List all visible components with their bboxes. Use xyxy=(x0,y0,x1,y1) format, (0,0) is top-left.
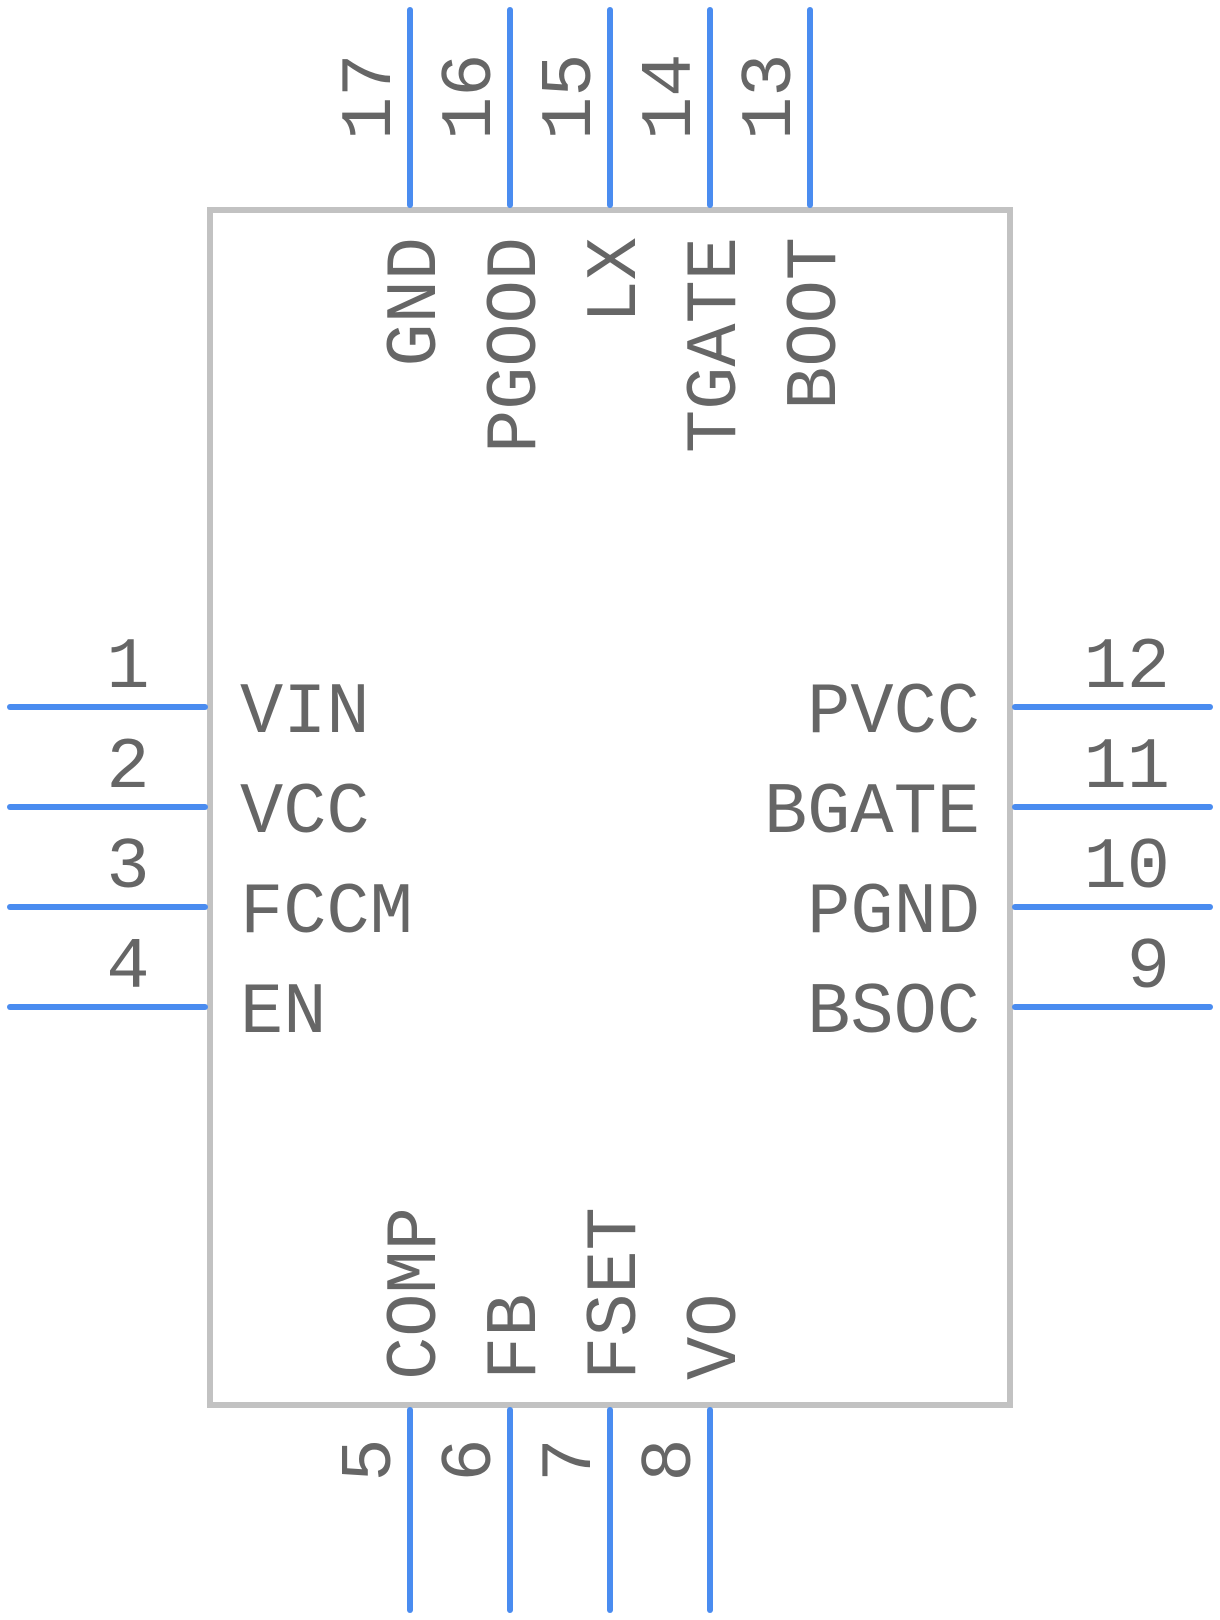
pin-number-11: 11 xyxy=(1084,727,1170,809)
pin-number-17: 17 xyxy=(330,54,412,140)
pin-name-pgnd: PGND xyxy=(807,872,980,954)
pin-number-13: 13 xyxy=(730,54,812,140)
pin-number-3: 3 xyxy=(106,827,149,909)
pin-name-bsoc: BSOC xyxy=(807,972,980,1054)
pin-number-10: 10 xyxy=(1084,827,1170,909)
pin-number-14: 14 xyxy=(630,54,712,140)
pin-name-lx: LX xyxy=(575,237,657,323)
pin-name-fccm: FCCM xyxy=(240,872,413,954)
pin-number-7: 7 xyxy=(530,1438,612,1481)
pin-name-en: EN xyxy=(240,972,326,1054)
pin-name-boot: BOOT xyxy=(775,237,857,410)
pin-name-vo: VO xyxy=(675,1294,757,1380)
pin-number-2: 2 xyxy=(106,727,149,809)
pin-name-vcc: VCC xyxy=(240,772,370,854)
pin-number-16: 16 xyxy=(430,54,512,140)
pin-name-bgate: BGATE xyxy=(764,772,980,854)
pin-name-fset: FSET xyxy=(575,1207,657,1380)
pin-number-1: 1 xyxy=(106,627,149,709)
pin-number-9: 9 xyxy=(1127,927,1170,1009)
pin-number-5: 5 xyxy=(330,1438,412,1481)
pin-name-fb: FB xyxy=(475,1294,557,1380)
pin-number-4: 4 xyxy=(106,927,149,1009)
pin-number-15: 15 xyxy=(530,54,612,140)
pin-number-6: 6 xyxy=(430,1438,512,1481)
pin-name-tgate: TGATE xyxy=(675,237,757,453)
ic-body-outline xyxy=(207,207,1013,1408)
pin-name-pgood: PGOOD xyxy=(475,237,557,453)
pin-number-12: 12 xyxy=(1084,627,1170,709)
pin-name-comp: COMP xyxy=(375,1207,457,1380)
pin-name-vin: VIN xyxy=(240,672,370,754)
pin-name-gnd: GND xyxy=(375,237,457,367)
pin-name-pvcc: PVCC xyxy=(807,672,980,754)
pin-number-8: 8 xyxy=(630,1438,712,1481)
